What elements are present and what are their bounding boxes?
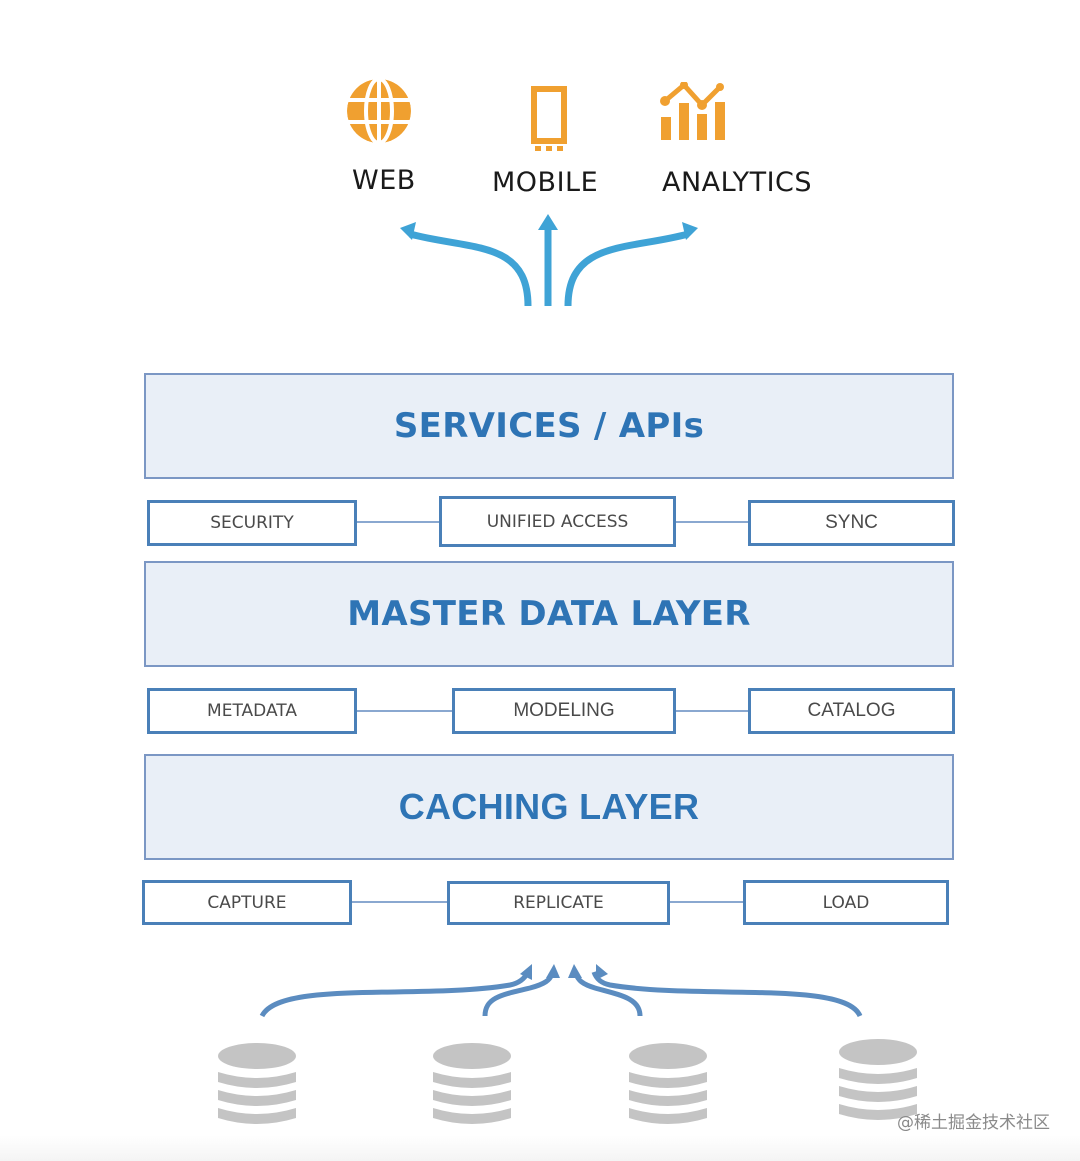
layer-services-apis: SERVICES / APIs <box>144 373 954 479</box>
bottom-fade <box>0 1135 1080 1161</box>
layer-title: MASTER DATA LAYER <box>347 594 751 634</box>
connector-line <box>356 710 454 712</box>
bottom-arrows <box>259 964 863 1018</box>
component-replicate: REPLICATE <box>447 881 670 925</box>
component-sync: SYNC <box>748 500 955 546</box>
connector-line <box>675 521 749 523</box>
consumer-label-mobile: MOBILE <box>492 167 599 198</box>
component-modeling: MODELING <box>452 688 676 734</box>
connector-line <box>669 901 745 903</box>
watermark: @稀土掘金技术社区 <box>897 1113 1050 1133</box>
arrow-to-web <box>409 230 532 307</box>
component-capture: CAPTURE <box>142 880 352 925</box>
mobile-phone-icon <box>531 86 567 151</box>
database-icon <box>839 1039 917 1120</box>
connector-line <box>675 710 749 712</box>
arrow-source-1 <box>259 970 531 1018</box>
database-icon <box>433 1043 511 1124</box>
connector-line <box>351 901 449 903</box>
arrow-to-analytics <box>564 230 689 307</box>
arrow-source-3 <box>573 973 643 1017</box>
layer-title: CACHING LAYER <box>398 786 700 827</box>
connector-line <box>356 521 440 523</box>
layer-title: SERVICES / APIs <box>393 406 705 446</box>
consumer-label-web: WEB <box>352 165 416 196</box>
layer-master-data: MASTER DATA LAYER <box>144 561 954 667</box>
top-arrows <box>400 214 698 307</box>
database-icon <box>629 1043 707 1124</box>
globe-icon <box>346 78 412 144</box>
component-metadata: METADATA <box>147 688 357 734</box>
arrow-source-4 <box>591 971 863 1018</box>
component-unified-access: UNIFIED ACCESS <box>439 496 676 547</box>
consumer-label-analytics: ANALYTICS <box>662 167 813 198</box>
component-load: LOAD <box>743 880 949 925</box>
database-icon <box>218 1043 296 1124</box>
arrow-source-2 <box>482 973 555 1017</box>
component-catalog: CATALOG <box>748 688 955 734</box>
component-security: SECURITY <box>147 500 357 546</box>
bar-line-chart-icon <box>660 82 725 140</box>
layer-caching: CACHING LAYER <box>144 754 954 860</box>
